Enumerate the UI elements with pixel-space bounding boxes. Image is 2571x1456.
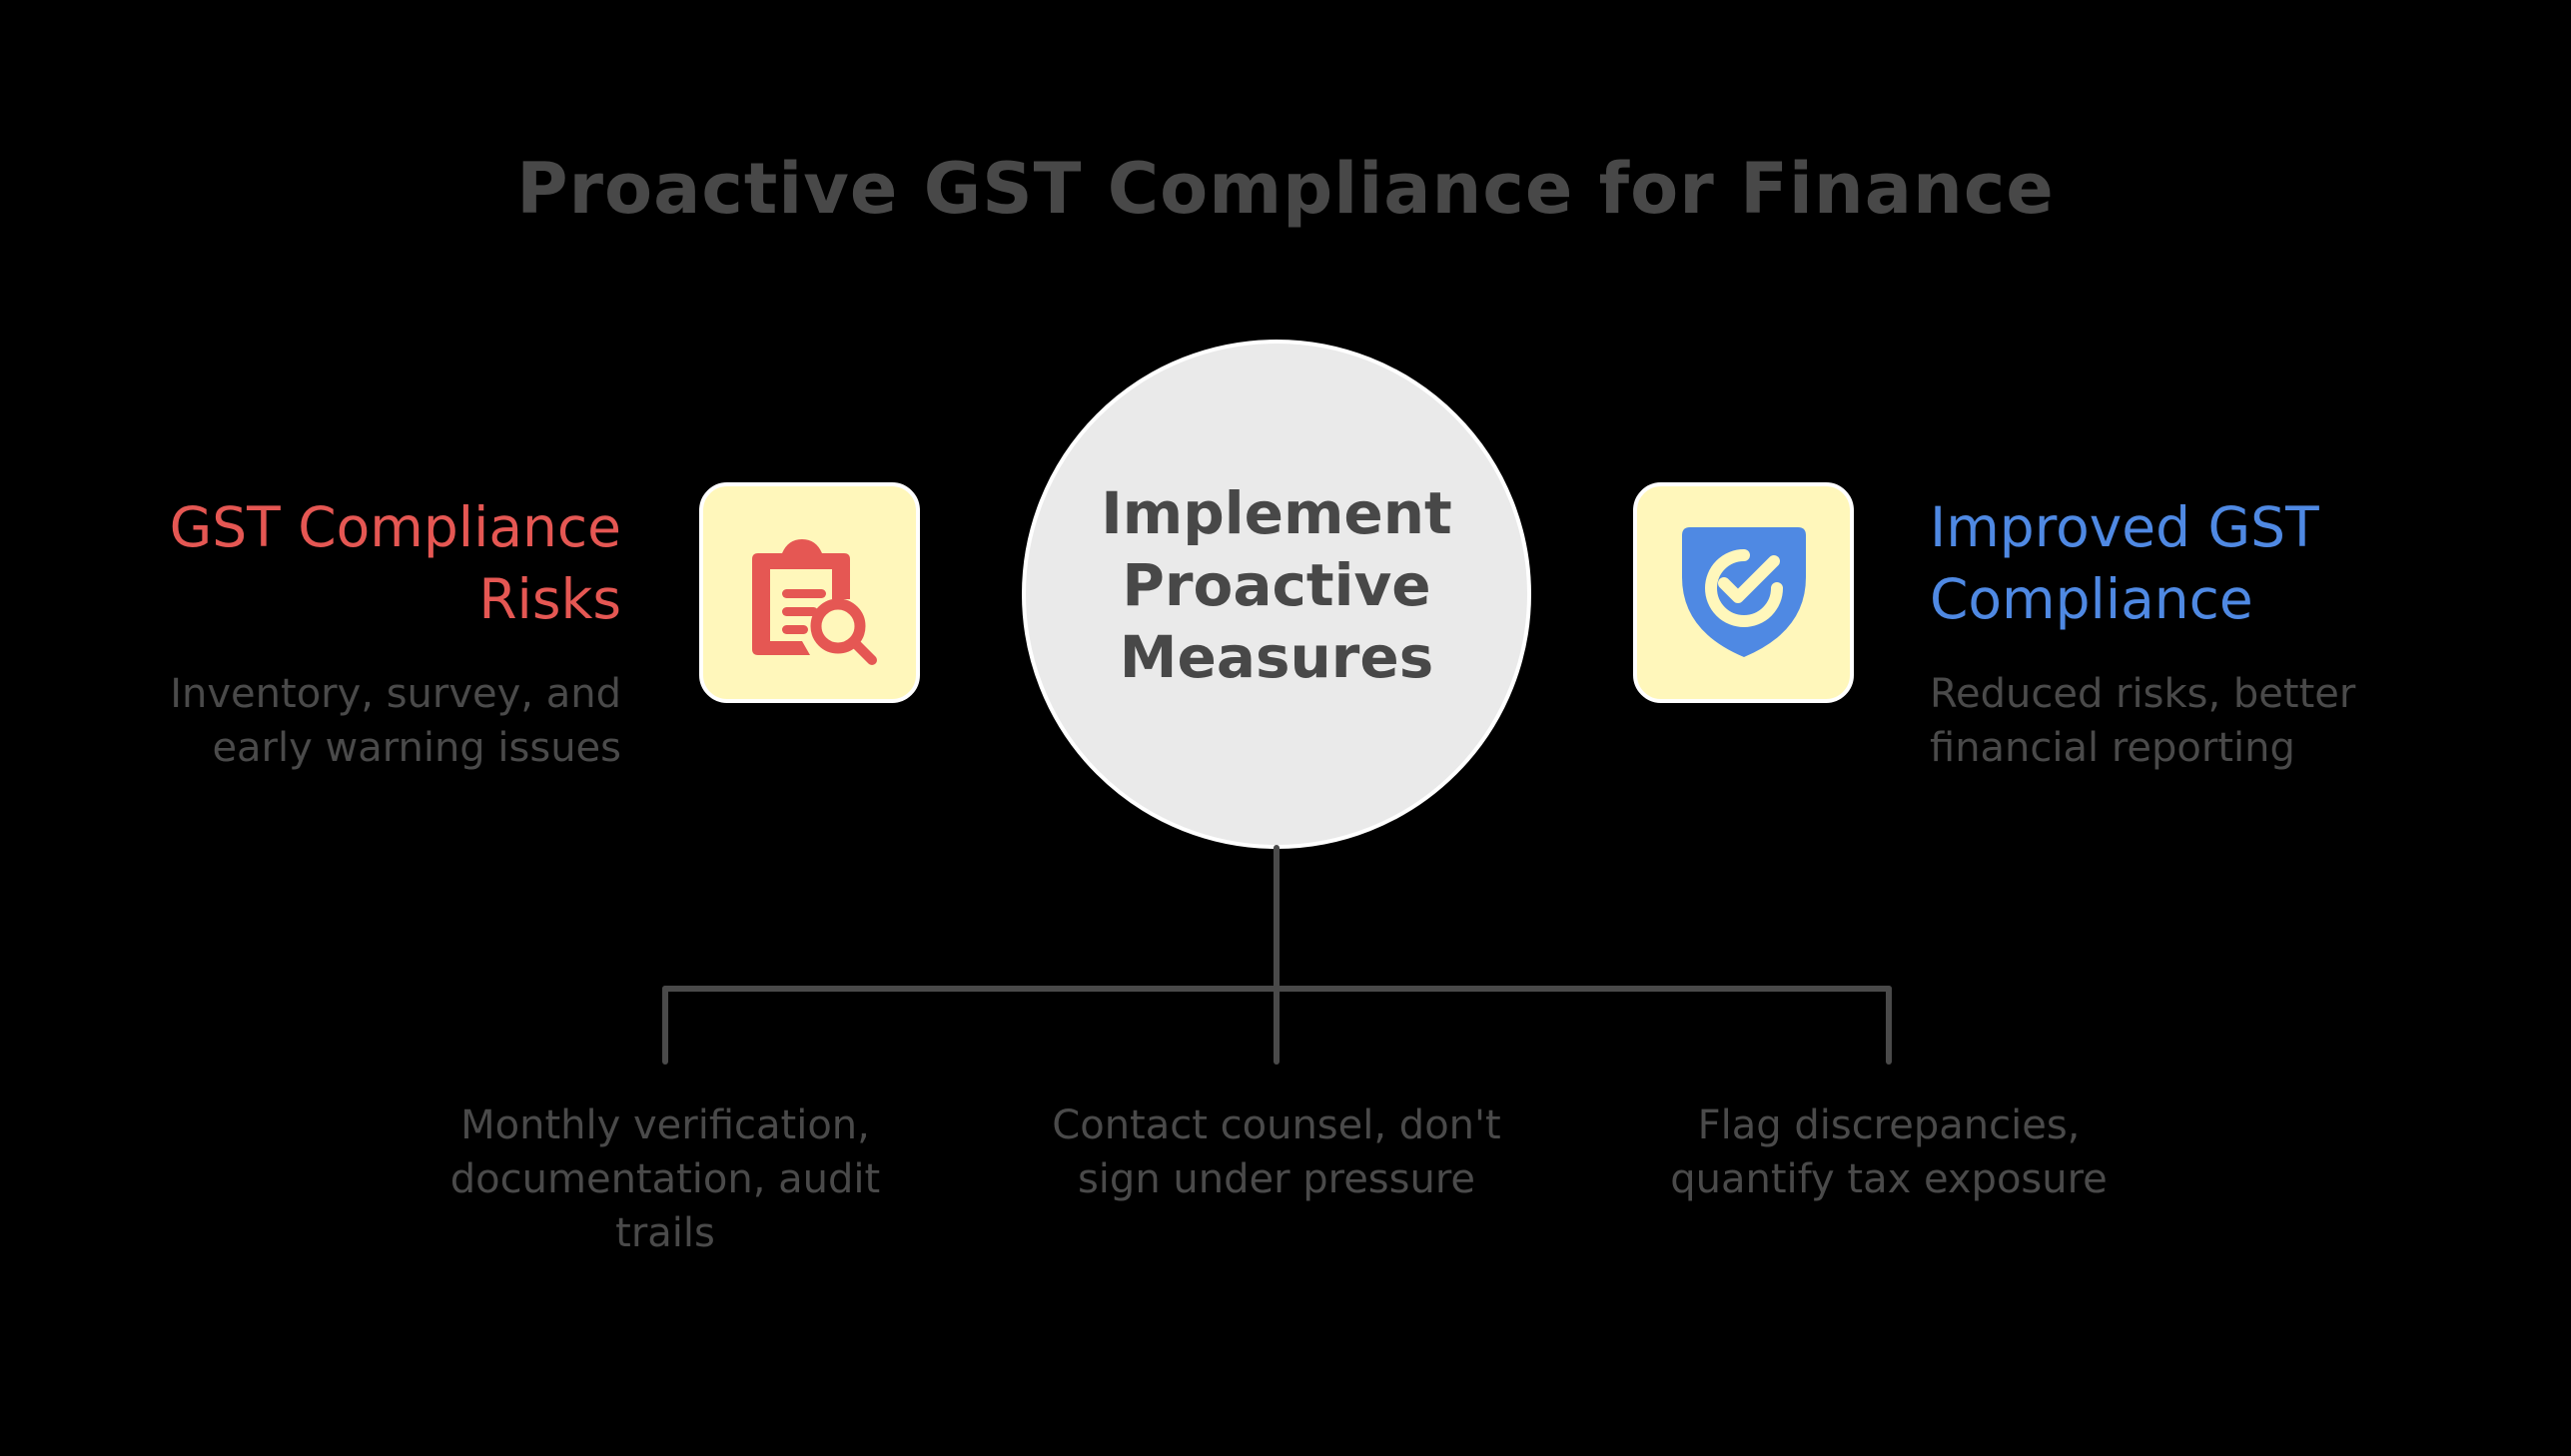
improved-icon-box bbox=[1633, 482, 1854, 703]
branch-text-3: Flag discrepancies, quantify tax exposur… bbox=[1670, 1102, 2108, 1202]
risks-description: Inventory, survey, and early warning iss… bbox=[170, 671, 621, 771]
connector-drop-right bbox=[1886, 986, 1892, 1065]
clipboard-search-icon bbox=[751, 538, 877, 665]
connector-bar bbox=[662, 986, 1892, 992]
branch-text-1: Monthly verification, documentation, aud… bbox=[449, 1102, 881, 1256]
diagram-title: Proactive GST Compliance for Finance bbox=[516, 148, 2055, 230]
connector-stem bbox=[1274, 845, 1280, 1065]
shield-check-icon bbox=[1681, 526, 1806, 657]
risks-title: GST Compliance Risks bbox=[169, 495, 621, 631]
risks-icon-box bbox=[699, 482, 920, 703]
connector-drop-left bbox=[662, 986, 668, 1065]
improved-title: Improved GST Compliance bbox=[1930, 495, 2319, 631]
center-node: Implement Proactive Measures bbox=[1022, 340, 1531, 849]
center-label: Implement Proactive Measures bbox=[1101, 479, 1452, 691]
branch-text-2: Contact counsel, don't sign under pressu… bbox=[1052, 1102, 1501, 1202]
improved-description: Reduced risks, better financial reportin… bbox=[1930, 671, 2356, 771]
